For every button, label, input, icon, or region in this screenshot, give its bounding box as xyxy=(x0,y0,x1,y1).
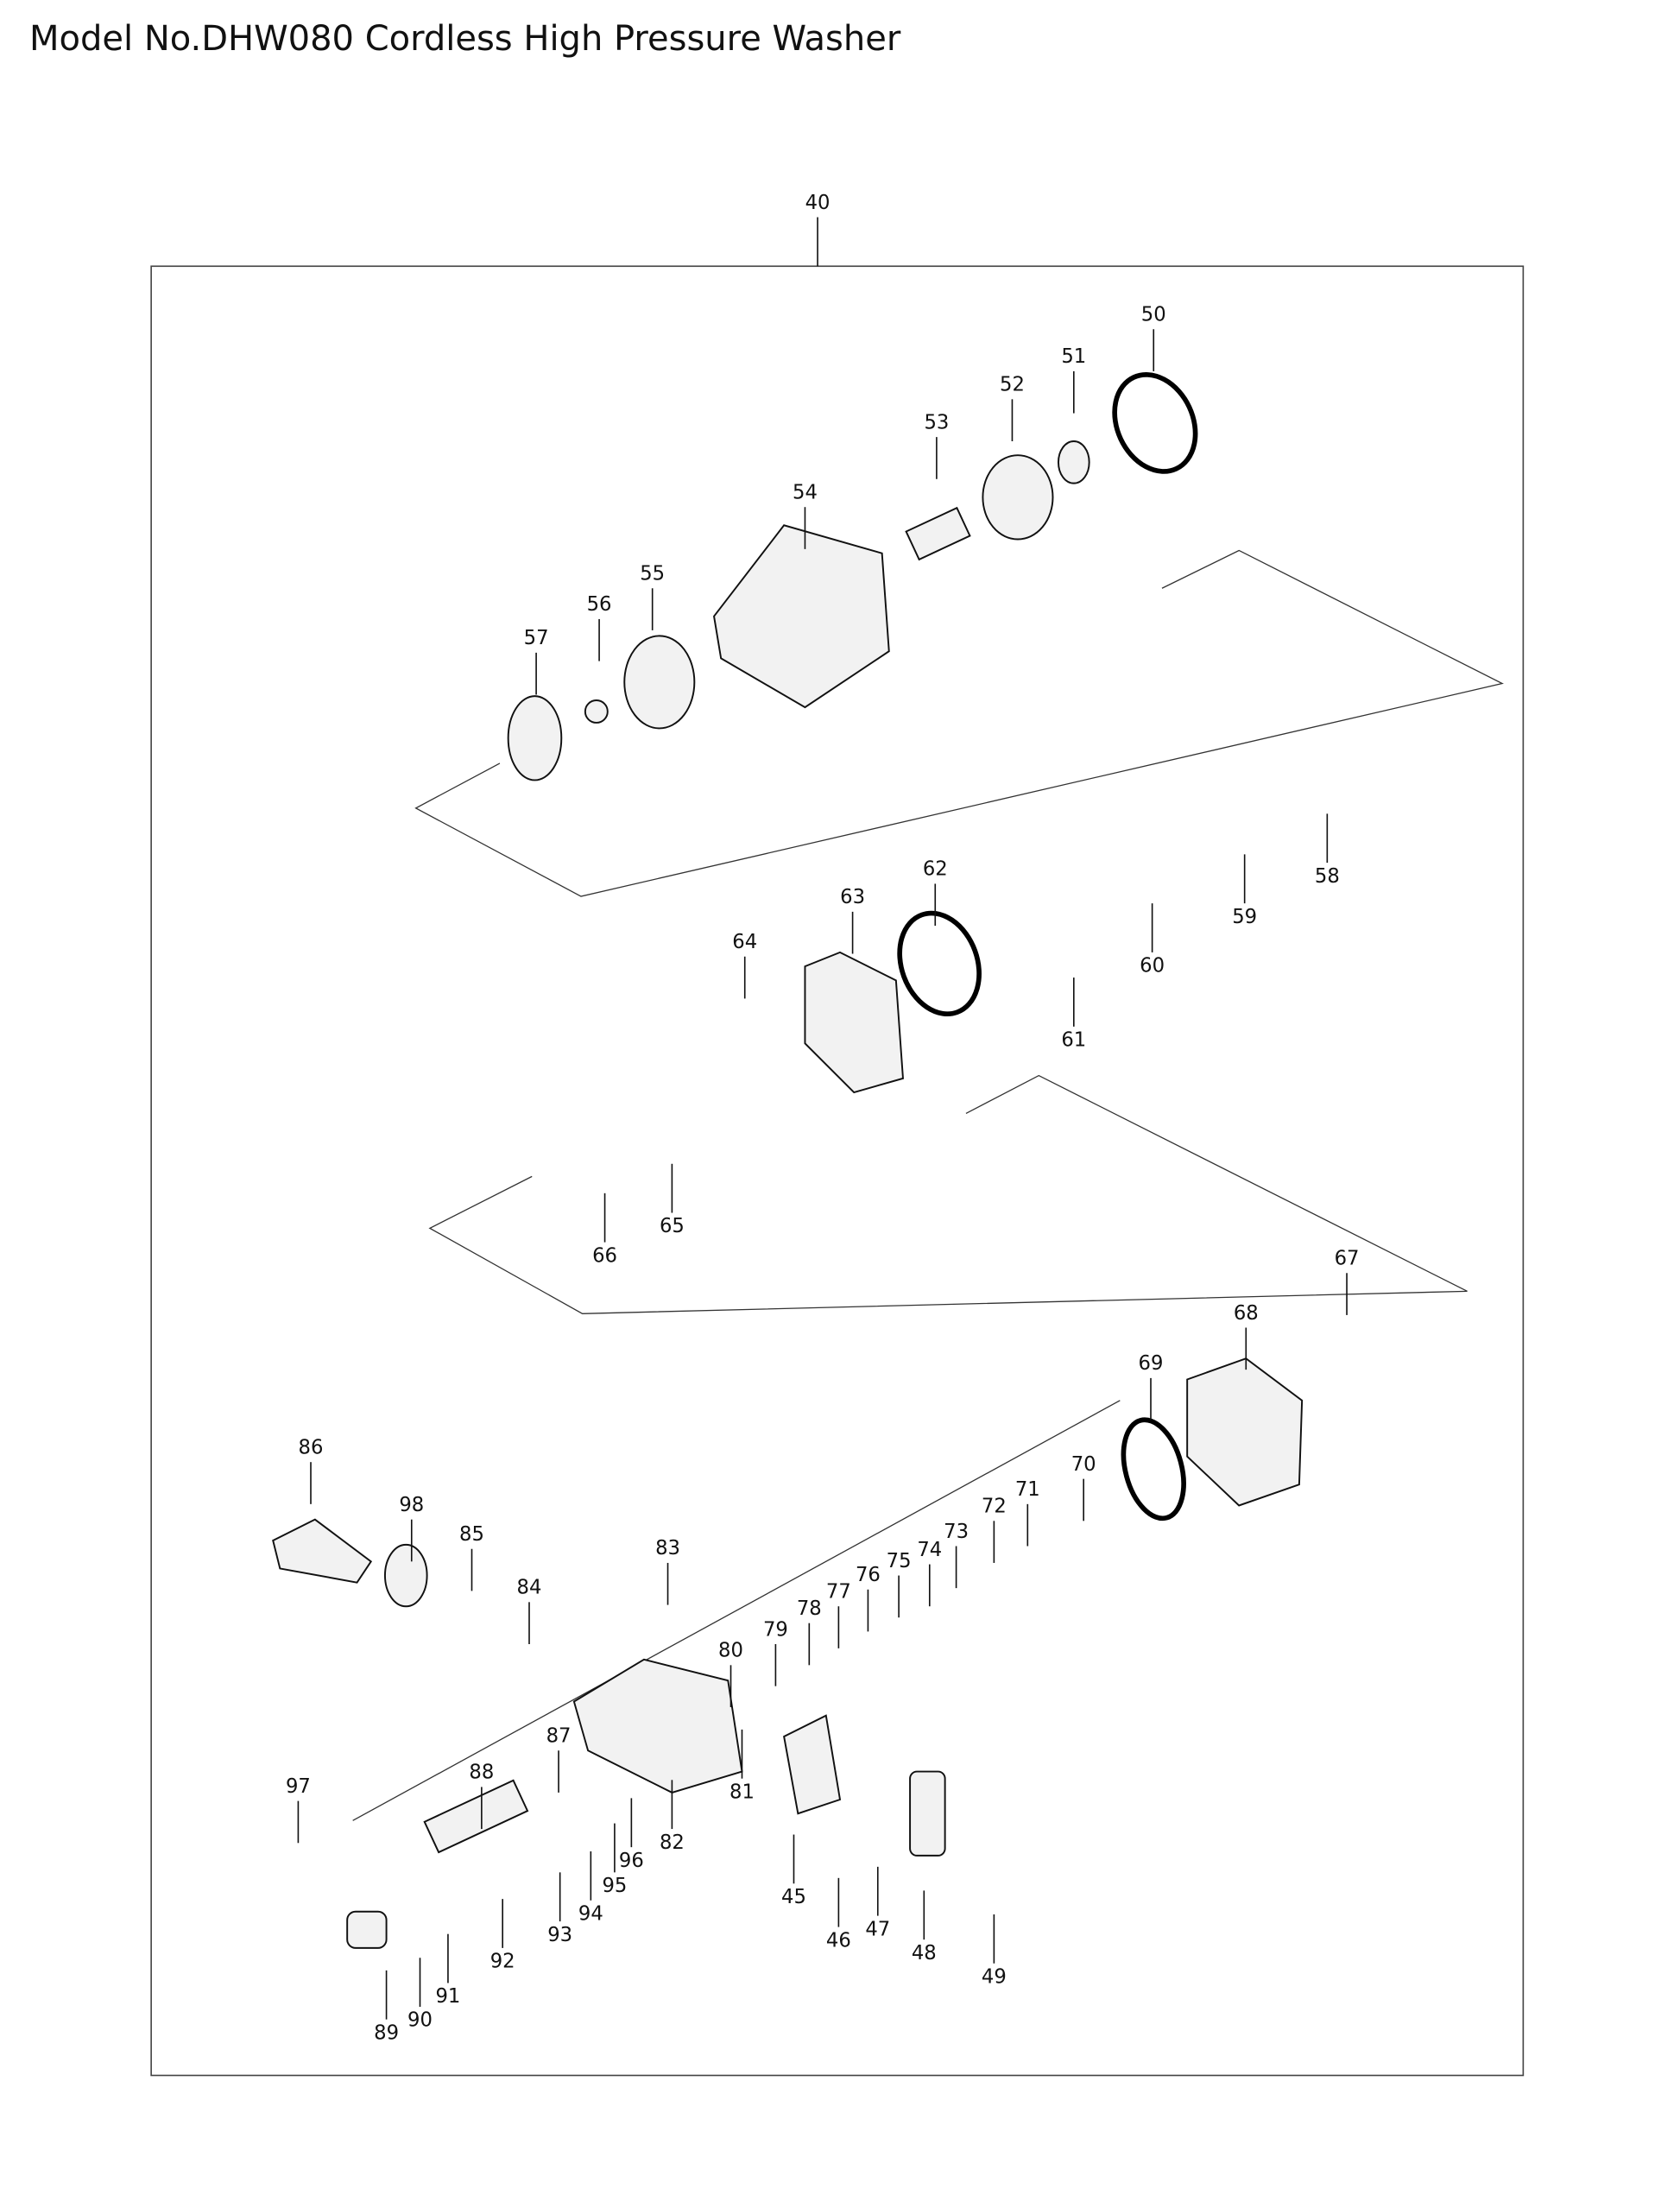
part-label-95: 95 xyxy=(602,1875,627,1897)
assembly-frame xyxy=(150,265,1525,2077)
page-title: Model No.DHW080 Cordless High Pressure W… xyxy=(29,19,901,59)
connector-88 xyxy=(423,1779,529,1854)
part-label-56: 56 xyxy=(587,593,612,616)
part-label-62: 62 xyxy=(923,858,948,881)
pump-head-63 xyxy=(804,951,905,1094)
part-label-97: 97 xyxy=(286,1775,311,1798)
part-label-40: 40 xyxy=(805,192,831,214)
part-label-54: 54 xyxy=(793,481,818,503)
part-label-92: 92 xyxy=(490,1951,515,1973)
part-label-84: 84 xyxy=(517,1577,542,1599)
part-label-71: 71 xyxy=(1015,1478,1040,1501)
housing-54 xyxy=(713,524,890,709)
part-label-46: 46 xyxy=(826,1929,851,1952)
part-label-88: 88 xyxy=(469,1762,494,1784)
part-label-74: 74 xyxy=(917,1539,942,1561)
part-label-85: 85 xyxy=(459,1523,484,1546)
switch-48 xyxy=(909,1770,946,1857)
cover-45 xyxy=(783,1714,842,1815)
seal-57 xyxy=(507,695,563,781)
o-ring-62 xyxy=(897,910,982,1017)
part-label-48: 48 xyxy=(912,1942,937,1964)
part-label-89: 89 xyxy=(374,2021,399,2044)
part-label-93: 93 xyxy=(547,1924,572,1946)
gear-52 xyxy=(982,454,1054,541)
shaft-53 xyxy=(905,506,971,561)
bearing-51 xyxy=(1058,440,1090,484)
part-label-86: 86 xyxy=(299,1436,324,1458)
part-label-66: 66 xyxy=(592,1244,617,1267)
part-label-91: 91 xyxy=(435,1985,460,2008)
part-label-77: 77 xyxy=(826,1581,851,1604)
o-ring-50 xyxy=(1112,372,1198,474)
part-label-82: 82 xyxy=(660,1832,685,1854)
parts-artwork xyxy=(272,372,1304,1949)
part-label-98: 98 xyxy=(399,1494,424,1516)
nut-98 xyxy=(383,1543,428,1608)
cylinder-68 xyxy=(1186,1357,1304,1507)
part-label-63: 63 xyxy=(840,886,865,908)
part-label-76: 76 xyxy=(856,1564,881,1586)
part-label-69: 69 xyxy=(1139,1352,1164,1375)
outlet-86 xyxy=(272,1518,373,1584)
part-label-96: 96 xyxy=(619,1850,644,1872)
part-label-50: 50 xyxy=(1141,304,1166,326)
part-label-57: 57 xyxy=(524,627,549,649)
part-label-67: 67 xyxy=(1335,1248,1360,1270)
plug-89 xyxy=(346,1910,388,1949)
part-label-79: 79 xyxy=(763,1618,788,1641)
part-label-65: 65 xyxy=(660,1215,685,1237)
part-label-53: 53 xyxy=(924,411,949,433)
part-label-70: 70 xyxy=(1071,1453,1096,1476)
section-plane-upper xyxy=(414,549,1504,897)
section-plane-lower xyxy=(428,1074,1468,1314)
part-label-59: 59 xyxy=(1232,906,1257,928)
screw-56 xyxy=(584,699,609,724)
part-label-51: 51 xyxy=(1061,345,1086,368)
part-label-75: 75 xyxy=(887,1550,912,1572)
cover-55 xyxy=(623,635,696,730)
part-label-73: 73 xyxy=(944,1521,969,1543)
part-label-45: 45 xyxy=(781,1886,806,1908)
part-label-90: 90 xyxy=(407,2009,433,2032)
part-label-68: 68 xyxy=(1234,1302,1259,1325)
part-label-55: 55 xyxy=(640,563,665,585)
part-label-78: 78 xyxy=(797,1597,822,1620)
part-label-47: 47 xyxy=(865,1918,890,1940)
part-label-52: 52 xyxy=(1000,374,1025,396)
axis-line-lower xyxy=(352,1400,1121,1821)
part-label-58: 58 xyxy=(1315,865,1340,888)
part-label-49: 49 xyxy=(982,1965,1007,1988)
part-label-87: 87 xyxy=(546,1725,572,1748)
valve-body-82 xyxy=(572,1658,743,1794)
part-label-81: 81 xyxy=(729,1781,755,1803)
part-label-72: 72 xyxy=(982,1496,1007,1518)
part-label-94: 94 xyxy=(578,1902,603,1925)
part-label-80: 80 xyxy=(718,1640,743,1662)
o-ring-69 xyxy=(1121,1417,1186,1522)
part-label-60: 60 xyxy=(1140,955,1165,977)
part-label-61: 61 xyxy=(1061,1029,1086,1052)
part-label-83: 83 xyxy=(655,1537,680,1560)
part-number-labels: 40 50 51 52 53 54 55 56 57 58 59 60 61 62 63 64 65 66 67 68… xyxy=(286,192,1360,2045)
part-label-64: 64 xyxy=(732,931,757,953)
